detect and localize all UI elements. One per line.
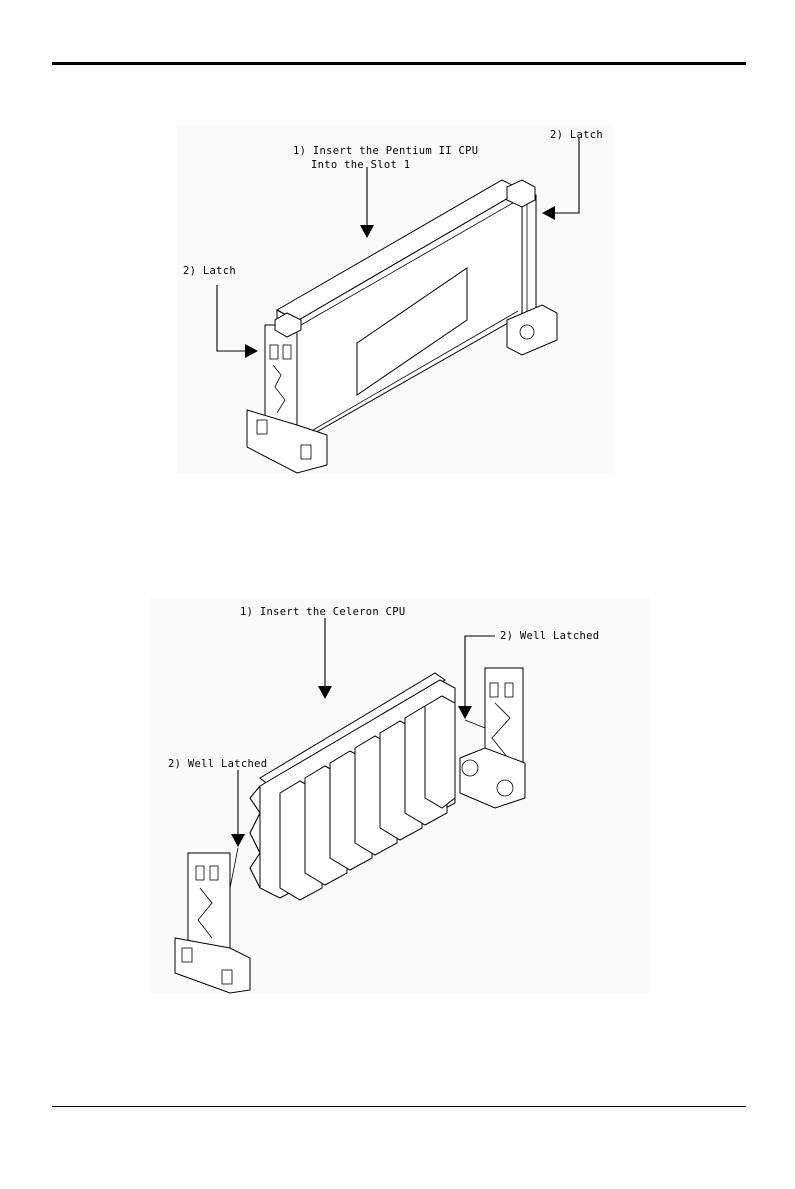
insert-pentium-label-line2: Into the Slot 1 [311,159,410,172]
header-rule [52,62,746,65]
insert-celeron-label: 1) Insert the Celeron CPU [240,606,406,619]
celeron-insertion-figure: 1) Insert the Celeron CPU 2) Well Latche… [150,598,650,993]
right-latch-post [522,195,536,325]
right-well-latched-label: 2) Well Latched [500,630,599,643]
insert-arrow [318,686,332,699]
right-latch-arrow [542,206,555,220]
insert-arrow [360,225,374,238]
insert-pentium-label-line1: 1) Insert the Pentium II CPU [293,145,478,158]
right-latched-arrow [458,706,472,719]
left-latch-arrow [245,344,258,358]
left-latched-arrow [231,834,245,847]
footer-rule [52,1106,746,1107]
left-latch-label: 2) Latch [183,265,236,278]
right-latch-label: 2) Latch [550,129,603,142]
left-well-latched-label: 2) Well Latched [168,758,267,771]
pentium-ii-drawing [177,125,613,473]
pentium-ii-insertion-figure: 1) Insert the Pentium II CPU Into the Sl… [177,125,613,473]
left-slot-base [175,938,250,993]
celeron-drawing [150,598,650,993]
